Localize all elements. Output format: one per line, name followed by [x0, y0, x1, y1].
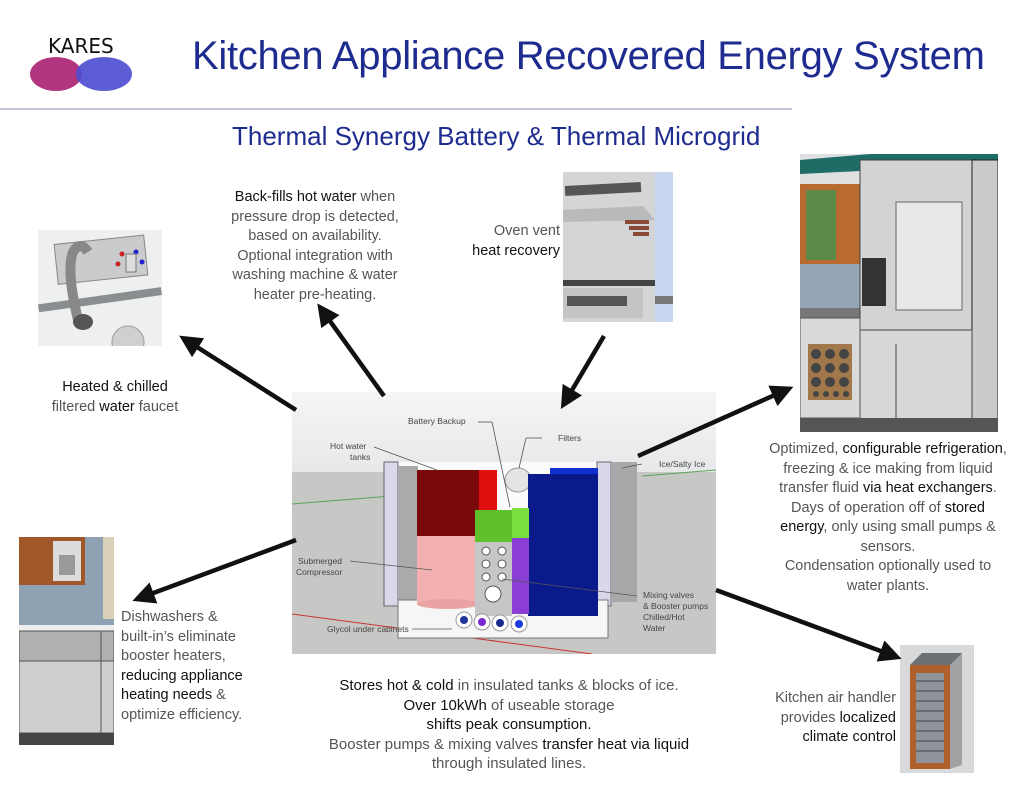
backfill-text: when [356, 189, 396, 205]
faucet-callout: Heated & chilled filtered water faucet [30, 378, 200, 417]
storage-bold: transfer heat via liquid [542, 735, 690, 753]
label-ice: Ice/Salty Ice [659, 459, 706, 469]
faucet-text: filtered [51, 398, 100, 415]
label-mixing-3: Chilled/Hot [643, 612, 685, 622]
refrig-bold: configurable refrigeration [842, 441, 1003, 457]
storage-bold: Stores hot & cold [339, 677, 454, 694]
dish-text: & [212, 687, 226, 703]
dish-line6: optimize efficiency. [121, 706, 243, 723]
refrig-text: Days of operation off of [791, 499, 945, 516]
logo-ellipses [30, 57, 132, 91]
dish-line3: booster heaters, [121, 648, 226, 664]
refrig-line6: sensors. [860, 538, 916, 555]
oven-line1: Oven vent [493, 223, 560, 239]
label-glycol: Glycol under cabinets [327, 624, 409, 634]
air-bold: localized [839, 709, 896, 726]
dishwasher-callout: Dishwashers & built-in’s eliminate boost… [121, 608, 291, 725]
dish-line2: built-in’s eliminate [121, 628, 236, 645]
refrig-text: , only using small pumps & [823, 519, 996, 535]
arrow-to-air-handler [715, 587, 902, 662]
refrig-text: , [1002, 441, 1007, 457]
oven-callout: Oven vent heat recovery [440, 222, 560, 261]
air-text: provides [780, 709, 840, 726]
arrow-to-dishwasher [132, 537, 297, 604]
dishwasher-image [19, 537, 114, 745]
refrig-bold: stored [944, 499, 985, 516]
refrig-text: Optimized, [769, 441, 843, 457]
dish-line1: Dishwashers & [121, 609, 218, 625]
backfill-line5: washing machine & water [232, 267, 398, 283]
storage-line3: shifts peak consumption. [426, 716, 592, 733]
dish-line4: reducing appliance [121, 667, 243, 684]
backfill-line6: heater pre-heating. [253, 286, 377, 303]
refrig-bold: via heat exchangers [863, 480, 993, 496]
storage-text: of useable storage [486, 696, 615, 714]
arrow-to-faucet [179, 335, 298, 412]
backfill-line3: based on availability. [248, 228, 382, 244]
page-subtitle: Thermal Synergy Battery & Thermal Microg… [232, 121, 761, 151]
air-handler-image [900, 645, 974, 773]
label-mixing-4: Water [643, 623, 666, 633]
refrig-line7: Condensation optionally used to [784, 558, 992, 574]
refrig-text: transfer fluid [779, 480, 863, 496]
title-divider [0, 108, 792, 110]
storage-bold: Over 10kWh [403, 696, 487, 714]
air-line1: Kitchen air handler [775, 690, 896, 706]
refrig-text: . [992, 480, 997, 496]
backfill-callout: Back-fills hot water when pressure drop … [205, 188, 425, 305]
label-filters: Filters [558, 433, 581, 443]
refrigeration-callout: Optimized, configurable refrigeration, f… [752, 440, 1024, 596]
refrig-line2: freezing & ice making from liquid [783, 460, 993, 477]
storage-text: Booster pumps & mixing valves [328, 735, 543, 753]
kares-logo: KARES [28, 32, 136, 94]
label-compressor-1: Submerged [298, 556, 342, 566]
backfill-bold: Back-fills hot water [234, 189, 357, 205]
refrig-line8: water plants. [846, 577, 930, 594]
refrigeration-image [800, 154, 998, 432]
air-handler-callout: Kitchen air handler provides localized c… [740, 689, 896, 748]
dish-bold: heating needs [121, 687, 213, 703]
label-mixing-1: Mixing valves [643, 590, 694, 600]
label-battery-backup: Battery Backup [408, 416, 466, 426]
storage-text: in insulated tanks & blocks of ice. [453, 677, 679, 694]
logo-text: KARES [48, 34, 114, 58]
label-compressor-2: Compressor [296, 567, 342, 577]
arrow-to-backfill [317, 303, 386, 398]
faucet-callout-line2: filtered water faucet [30, 398, 200, 418]
faucet-text-bold: water [99, 398, 135, 415]
backfill-line4: Optional integration with [237, 247, 393, 264]
label-hot-water-1: Hot water [330, 441, 367, 451]
label-hot-water-2: tanks [350, 452, 370, 462]
logo-ellipse-left [30, 57, 82, 91]
oven-vent-image [563, 172, 673, 322]
refrig-bold: energy [780, 519, 824, 535]
storage-line5: through insulated lines. [431, 755, 587, 772]
label-mixing-2: & Booster pumps [643, 601, 708, 611]
thermal-battery-diagram: Battery Backup Filters Hot water tanks I… [292, 392, 716, 654]
logo-ellipse-right [76, 57, 132, 91]
oven-line2: heat recovery [472, 242, 560, 259]
faucet-callout-line1: Heated & chilled [62, 379, 168, 395]
backfill-line2: pressure drop is detected, [231, 208, 399, 225]
air-line3: climate control [802, 729, 896, 745]
faucet-text: faucet [134, 398, 179, 415]
faucet-image [38, 230, 162, 346]
page-title: Kitchen Appliance Recovered Energy Syste… [192, 34, 985, 78]
storage-callout: Stores hot & cold in insulated tanks & b… [292, 676, 726, 774]
